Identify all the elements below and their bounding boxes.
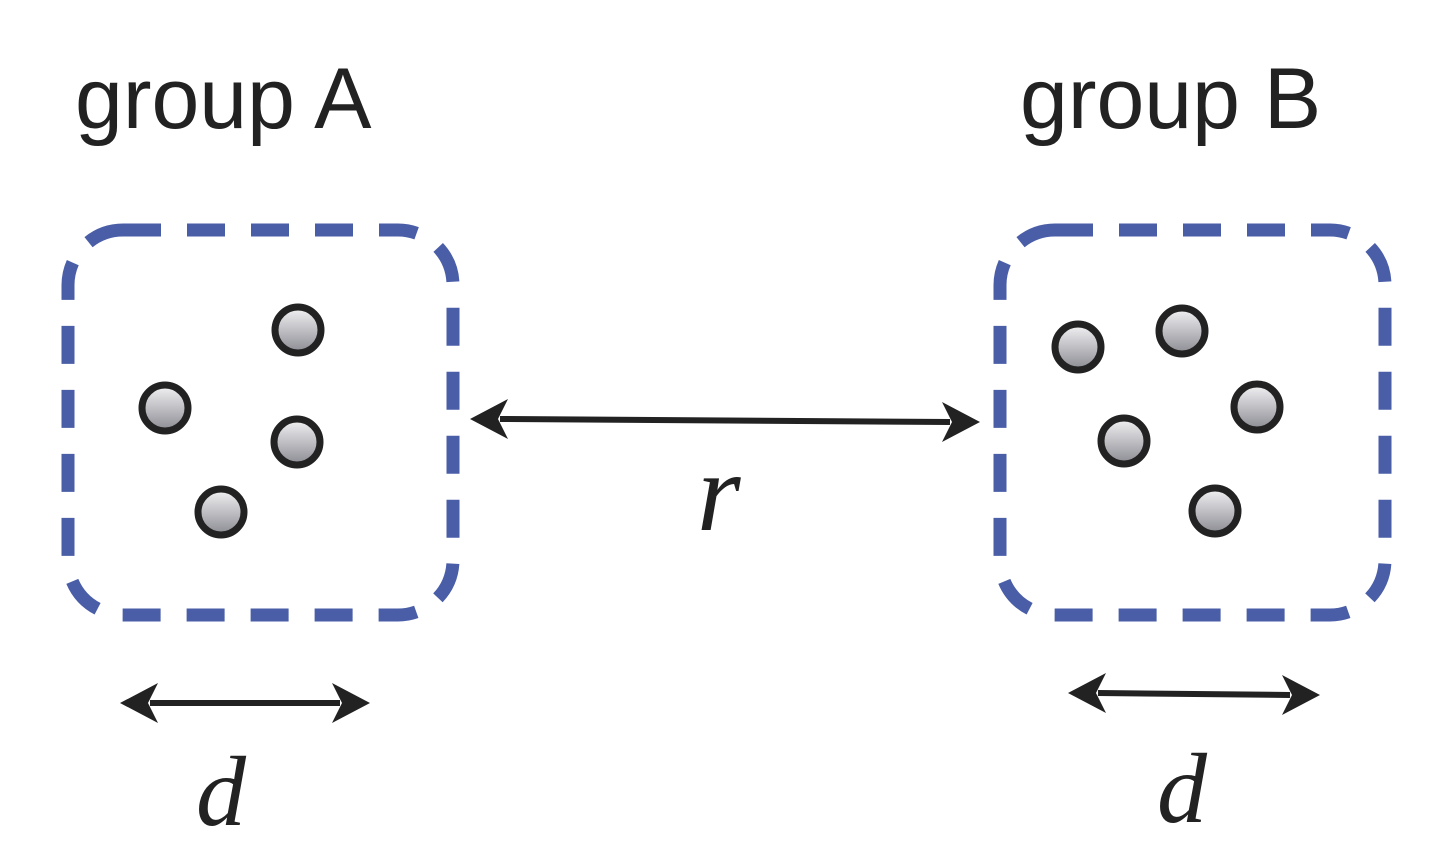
group-b-size-label: d <box>1157 733 1208 844</box>
group-a-particle <box>138 381 192 435</box>
group-a-size-label: d <box>196 736 247 847</box>
arrow-head-right <box>332 683 370 723</box>
arrow-head-left <box>120 683 158 723</box>
group-a-particle <box>270 415 324 469</box>
group-a-size-arrow <box>120 683 370 723</box>
group-a-boundary <box>61 223 460 622</box>
group-a-particle <box>194 485 248 539</box>
group-a-particle <box>271 303 325 357</box>
arrow-head-left <box>470 399 508 439</box>
group-b-particle <box>1230 380 1284 434</box>
group-b-particles <box>1051 304 1284 538</box>
group-b-particle <box>1097 414 1151 468</box>
arrow-head-right <box>942 402 980 442</box>
group-b-particle <box>1155 304 1209 358</box>
arrow-head-right <box>1282 675 1320 715</box>
group-a-particles <box>138 303 325 539</box>
group-b-boundary <box>993 223 1392 622</box>
group-b-particle <box>1188 484 1242 538</box>
group-a-title: group A <box>75 51 372 147</box>
group-b-size-arrow <box>1068 673 1320 715</box>
group-b: group B d <box>993 51 1392 844</box>
group-b-particle <box>1051 320 1105 374</box>
separation-arrow <box>470 399 980 442</box>
arrow-head-left <box>1068 673 1106 713</box>
separation-label: r <box>697 431 741 555</box>
group-b-title: group B <box>1020 51 1321 147</box>
group-a: group A d <box>61 51 460 847</box>
